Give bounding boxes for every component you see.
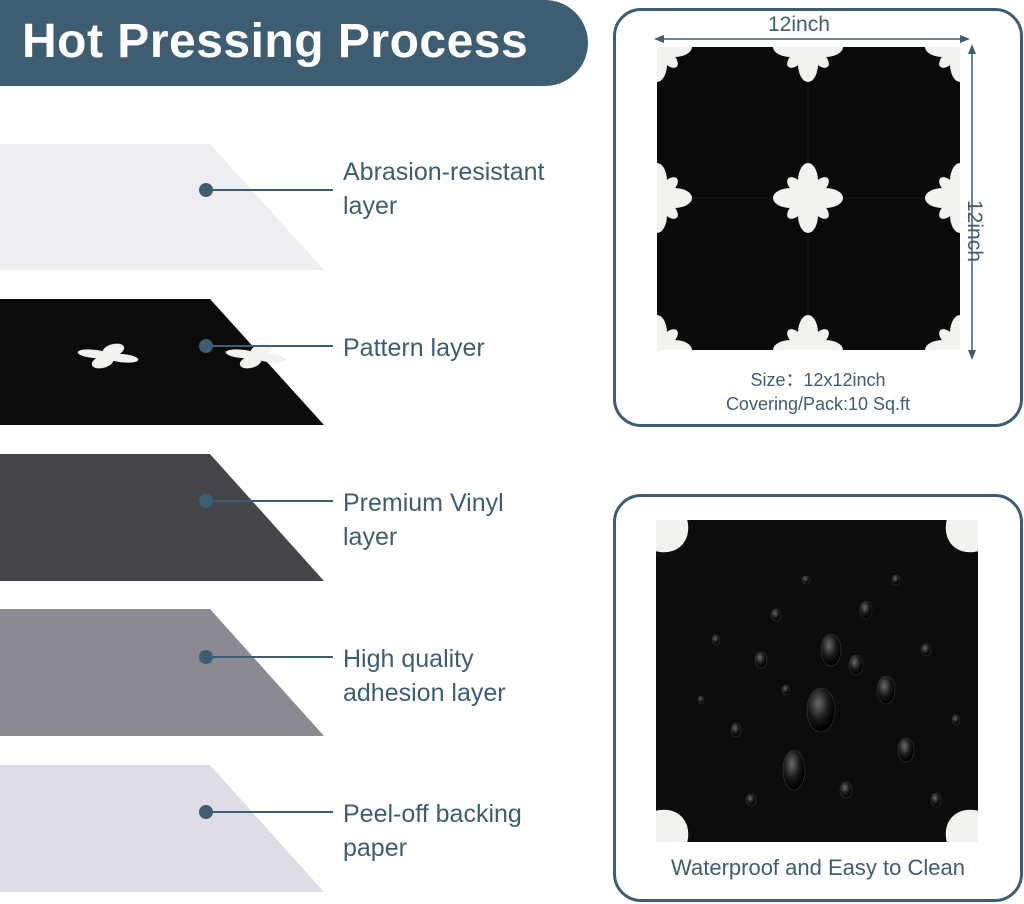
width-dimension-label: 12inch [768, 13, 830, 36]
title-banner: Hot Pressing Process [0, 0, 588, 86]
layer-label-adhesion: High quality adhesion layer [343, 645, 506, 707]
corner-petal [656, 809, 689, 842]
water-droplets [697, 574, 961, 808]
corner-petal [945, 520, 978, 553]
adhesion-layer [0, 609, 324, 736]
arrow-head [960, 35, 970, 43]
connector-dot [199, 339, 213, 353]
waterproof-caption: Waterproof and Easy to Clean [671, 855, 965, 880]
layer-label-backing: Peel-off backing paper [343, 800, 522, 862]
tile-preview [654, 35, 976, 360]
arrow-head [654, 35, 664, 43]
covering-text: Covering/Pack:10 Sq.ft [725, 394, 911, 414]
arrow-head [968, 350, 976, 360]
connector-dot [199, 650, 213, 664]
backing-paper-layer [0, 765, 324, 892]
premium-vinyl-layer [0, 454, 324, 581]
corner-petal [945, 809, 978, 842]
corner-petal [656, 520, 689, 553]
wet-tile-background [656, 520, 978, 842]
connector-dot [199, 805, 213, 819]
abrasion-resistant-layer [0, 144, 324, 270]
layer-stack-diagram [0, 144, 333, 892]
pattern-layer [0, 299, 324, 425]
arrow-head [968, 44, 976, 54]
layer-label-pattern: Pattern layer [343, 334, 485, 362]
size-text: Size：12x12inch [750, 370, 886, 390]
connector-dot [199, 494, 213, 508]
page-title: Hot Pressing Process [22, 15, 529, 68]
layer-label-vinyl: Premium Vinyl layer [343, 489, 504, 551]
connector-dot [199, 183, 213, 197]
waterproof-tile-image [656, 520, 978, 842]
layer-label-abrasion: Abrasion-resistant layer [343, 158, 545, 220]
